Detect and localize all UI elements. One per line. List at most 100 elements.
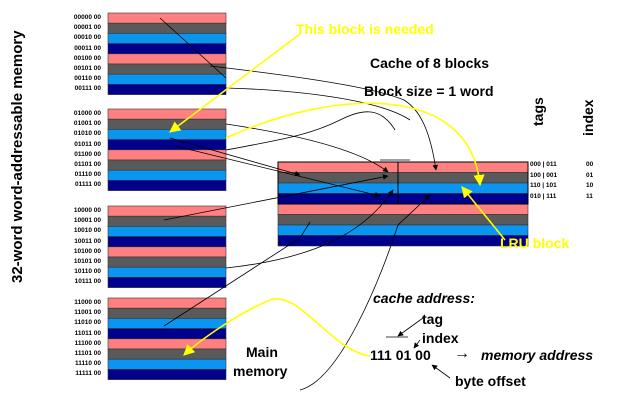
connector-line <box>225 189 394 269</box>
connector-line <box>159 17 227 79</box>
memory-address-label: 10011 00 <box>74 237 101 245</box>
memory-address-label: 00101 00 <box>73 65 101 72</box>
memory-word-row <box>107 318 227 329</box>
memory-address-label: 11100 00 <box>74 339 101 347</box>
memory-address-label: 01101 00 <box>74 161 101 168</box>
arrow-glyph: → <box>454 345 470 362</box>
connector-line <box>174 145 381 198</box>
memory-address-label: 10110 00 <box>74 268 101 276</box>
memory-word-row <box>107 236 227 248</box>
memory-word-row <box>107 63 227 75</box>
connector-line <box>169 137 301 177</box>
memory-word-row <box>107 43 227 55</box>
tag-label: tag <box>422 311 443 327</box>
connector-line <box>225 123 389 173</box>
connector-line <box>209 65 439 171</box>
cache-tag-entry: 000 | 011 <box>530 161 557 168</box>
cache-index-entry: 10 <box>586 182 594 189</box>
connector-line <box>225 111 396 151</box>
memory-address-label: 01110 00 <box>74 171 101 179</box>
memory-address-label: 10010 00 <box>73 227 101 235</box>
memory-address-label: 01010 00 <box>73 130 101 138</box>
memory-address-label: 01100 00 <box>74 150 101 158</box>
memory-word-row <box>107 149 227 161</box>
memory-address-label: 11111 00 <box>75 370 101 378</box>
memory-word-row <box>107 226 227 237</box>
memory-address-label: 00110 00 <box>74 75 101 83</box>
cache-row <box>277 193 529 205</box>
connector-line <box>225 87 411 121</box>
memory-word-row <box>107 297 227 309</box>
memory-address-label: 11110 00 <box>74 360 101 368</box>
needed-block-arrow <box>169 33 301 133</box>
memory-address-label: 11101 00 <box>74 350 101 357</box>
cache-row <box>277 224 529 236</box>
block-transfer-arrow <box>225 102 485 187</box>
cache-row <box>277 235 529 247</box>
connector-line <box>413 339 421 349</box>
memory-address-label: 00111 00 <box>74 85 101 93</box>
index-label: index <box>422 330 459 346</box>
memory-address-label: 10000 00 <box>73 207 101 214</box>
memory-address-label: 01111 00 <box>74 181 101 189</box>
memory-address-label: 10100 00 <box>73 247 101 255</box>
main-memory-label-line2: memory <box>233 363 288 379</box>
memory-word-row <box>107 307 227 319</box>
memory-address-label: 11001 00 <box>74 309 101 317</box>
cache-address-label: cache address: <box>373 290 475 306</box>
memory-word-row <box>107 180 227 191</box>
memory-word-row <box>107 12 227 24</box>
connector-line <box>431 364 451 379</box>
memory-address-label: memory address <box>481 347 594 363</box>
memory-word-row <box>107 73 227 85</box>
memory-address-label: 11011 00 <box>74 329 101 337</box>
cache-blocks <box>277 161 529 247</box>
memory-word-row <box>107 256 227 268</box>
lru-block-arrow <box>461 186 506 241</box>
cache-row <box>277 203 529 215</box>
address-value: 111 01 00 <box>370 347 431 363</box>
memory-word-row <box>107 246 227 258</box>
memory-word-row <box>107 215 227 227</box>
memory-word-row <box>107 358 227 370</box>
memory-address-label: 10101 00 <box>73 258 101 265</box>
memory-address-label: 11010 00 <box>74 319 101 327</box>
cache-row <box>277 182 529 194</box>
cache-index-entry: 11 <box>586 192 593 200</box>
memory-address-label: 01001 00 <box>73 120 101 128</box>
memory-address-label: 11000 00 <box>74 299 101 306</box>
memory-address-label: 00000 00 <box>73 14 101 21</box>
memory-word-row <box>107 169 227 181</box>
memory-word-row <box>107 277 227 288</box>
memory-address-label: 01011 00 <box>74 140 101 148</box>
lru-block-label: LRU block <box>500 235 570 251</box>
memory-word-row <box>107 118 227 130</box>
memory-word-row <box>107 338 227 350</box>
main-memory-label-line1: Main <box>246 344 278 360</box>
tags-header: tags <box>530 97 546 126</box>
main-memory-blocks <box>107 12 227 380</box>
cache-tag-entry: 010 | 111 <box>530 192 557 200</box>
index-header: index <box>580 99 596 136</box>
memory-word-row <box>107 159 227 171</box>
cache-row <box>277 214 529 226</box>
memory-word-row <box>107 139 227 151</box>
memory-address-label: 00011 00 <box>74 44 101 52</box>
cache-frame <box>277 161 529 205</box>
memory-address-label: 10111 00 <box>74 278 101 286</box>
block-size-label: Block size = 1 word <box>364 83 494 99</box>
connector-line <box>163 174 389 221</box>
cache-tag-entry: 100 | 001 <box>530 171 558 179</box>
memory-word-row <box>107 108 227 120</box>
connector-line <box>163 221 311 327</box>
memory-word-row <box>107 129 227 140</box>
cache-index-entry: 00 <box>586 161 594 168</box>
address-pointer-arrow <box>183 298 371 357</box>
memory-address-label: 10001 00 <box>73 217 101 225</box>
connector-lines <box>159 17 506 391</box>
memory-address-label: 00001 00 <box>73 24 101 32</box>
memory-word-row <box>107 348 227 360</box>
needed-block-label: This block is needed <box>296 21 434 37</box>
